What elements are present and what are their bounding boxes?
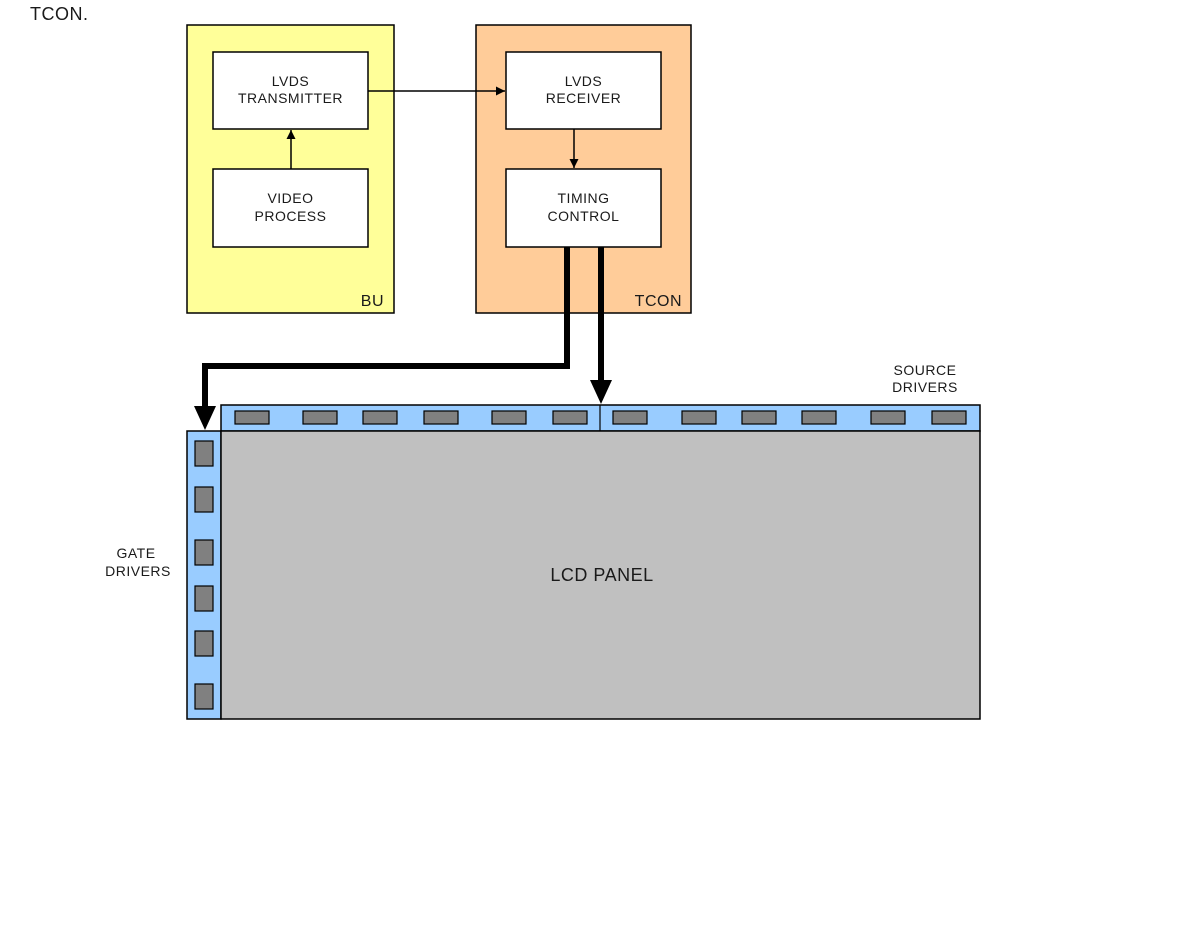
source-driver-chip bbox=[931, 410, 967, 425]
source-driver-chip bbox=[870, 410, 906, 425]
bus-source-arrowhead bbox=[590, 380, 612, 404]
source-driver-chips bbox=[234, 410, 967, 425]
video-process-label-line2: PROCESS bbox=[255, 208, 327, 224]
source-driver-chip bbox=[612, 410, 648, 425]
lvds-transmitter-block bbox=[212, 51, 369, 130]
video-process-label-line1: VIDEO bbox=[267, 190, 313, 206]
source-driver-chip bbox=[681, 410, 717, 425]
lvds-transmitter-label-line1: LVDS bbox=[272, 73, 310, 89]
source-driver-chip bbox=[302, 410, 338, 425]
source-driver-chip bbox=[362, 410, 398, 425]
bus-timing-to-gate-drivers bbox=[202, 247, 570, 408]
lvds-receiver-block bbox=[505, 51, 662, 130]
lvds-receiver-label-line2: RECEIVER bbox=[546, 90, 622, 106]
timing-control-label-line2: CONTROL bbox=[548, 208, 620, 224]
bus-gate-arrowhead bbox=[194, 406, 216, 430]
gate-drivers-label-line2: DRIVERS bbox=[105, 563, 171, 579]
source-driver-chip bbox=[491, 410, 527, 425]
lvds-receiver-label-line1: LVDS bbox=[565, 73, 603, 89]
gate-driver-chip bbox=[194, 486, 214, 513]
source-driver-chip bbox=[801, 410, 837, 425]
timing-control-label-line1: TIMING bbox=[558, 190, 610, 206]
gate-driver-chip bbox=[194, 440, 214, 467]
source-driver-chip bbox=[423, 410, 459, 425]
source-driver-chip bbox=[234, 410, 270, 425]
source-driver-chip bbox=[741, 410, 777, 425]
gate-drivers-label-line1: GATE bbox=[116, 545, 155, 561]
source-drivers-label-line1: SOURCE bbox=[894, 362, 957, 378]
gate-driver-chip bbox=[194, 585, 214, 612]
gate-driver-chip bbox=[194, 683, 214, 710]
timing-control-block bbox=[505, 168, 662, 248]
source-driver-chip bbox=[552, 410, 588, 425]
gate-driver-strip bbox=[186, 430, 222, 720]
source-drivers-label-line2: DRIVERS bbox=[892, 379, 958, 395]
lvds-transmitter-label-line2: TRANSMITTER bbox=[238, 90, 343, 106]
gate-driver-chips bbox=[194, 440, 214, 710]
gate-driver-chip bbox=[194, 539, 214, 566]
bu-label: BU bbox=[361, 293, 384, 310]
tcon-label: TCON bbox=[635, 293, 682, 310]
lcd-panel bbox=[220, 430, 981, 720]
lcd-panel-label: LCD PANEL bbox=[550, 565, 653, 585]
caption-text: TCON. bbox=[30, 4, 89, 24]
gate-driver-chip bbox=[194, 630, 214, 657]
